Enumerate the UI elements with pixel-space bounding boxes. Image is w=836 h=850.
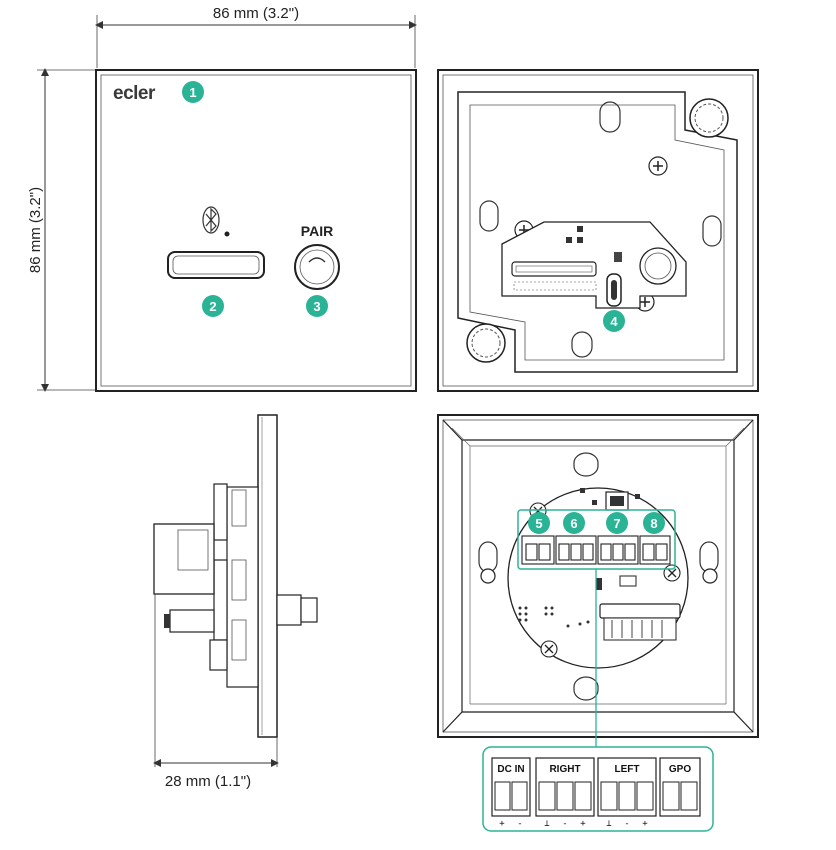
svg-text:-: - xyxy=(624,819,629,829)
callout-6: 6 xyxy=(563,512,585,534)
svg-text:+: + xyxy=(642,819,648,829)
rear-ribbon-connector xyxy=(599,603,681,641)
width-dimension-label: 86 mm (3.2") xyxy=(213,5,299,22)
callout-1: 1 xyxy=(182,81,204,103)
svg-text:⊥: ⊥ xyxy=(606,819,612,829)
corner-screw-top-right xyxy=(689,98,729,138)
svg-text:1: 1 xyxy=(189,85,196,100)
battery-holder xyxy=(639,247,677,285)
usb-port xyxy=(167,251,265,279)
screw-icon xyxy=(648,156,668,176)
terminal-group-right: RIGHT ⊥ - + xyxy=(535,757,595,829)
svg-text:6: 6 xyxy=(570,516,577,531)
ribbon-connector xyxy=(511,261,597,291)
callout-3: 3 xyxy=(306,295,328,317)
front-view: 86 mm (3.2") 86 mm (3.2") ecler 1 2 PAIR xyxy=(27,5,417,392)
side-faceplate xyxy=(257,414,278,738)
callout-7: 7 xyxy=(606,512,628,534)
screw-icon xyxy=(663,564,681,582)
svg-text:2: 2 xyxy=(209,299,216,314)
terminal-label-left: LEFT xyxy=(615,764,640,775)
svg-text:⊥: ⊥ xyxy=(544,819,550,829)
callout-8: 8 xyxy=(643,512,665,534)
bluetooth-icon xyxy=(202,206,230,237)
terminal-label-right: RIGHT xyxy=(549,764,580,775)
corner-screw-bottom-left xyxy=(466,323,506,363)
svg-text:-: - xyxy=(517,819,522,829)
terminal-group-dc-in: DC IN + - xyxy=(491,757,531,829)
terminal-group-gpo: GPO xyxy=(659,757,701,817)
rear-connector-view: 5 6 7 8 xyxy=(437,414,759,747)
usb-c-port xyxy=(606,273,622,307)
side-view: 28 mm (1.1") xyxy=(153,414,318,790)
terminal-label-gpo: GPO xyxy=(669,764,691,775)
svg-text:+: + xyxy=(499,819,505,829)
terminal-block xyxy=(521,535,671,565)
svg-text:-: - xyxy=(562,819,567,829)
svg-text:5: 5 xyxy=(535,516,542,531)
terminal-label-dc-in: DC IN xyxy=(497,764,524,775)
height-dimension-label: 86 mm (3.2") xyxy=(27,187,44,273)
svg-text:+: + xyxy=(580,819,586,829)
svg-text:8: 8 xyxy=(650,516,657,531)
svg-text:7: 7 xyxy=(613,516,620,531)
callout-5: 5 xyxy=(528,512,550,534)
pair-label: PAIR xyxy=(301,223,333,239)
svg-text:4: 4 xyxy=(610,314,618,329)
terminal-detail: DC IN + - RIGHT ⊥ - + LEFT ⊥ - + xyxy=(482,746,714,832)
screw-icon xyxy=(540,640,558,658)
ecler-logo: ecler xyxy=(113,83,156,104)
callout-2: 2 xyxy=(202,295,224,317)
terminal-group-left: LEFT ⊥ - + xyxy=(597,757,657,829)
depth-dimension-label: 28 mm (1.1") xyxy=(165,773,251,790)
svg-text:3: 3 xyxy=(313,299,320,314)
front-plate xyxy=(95,69,417,392)
rear-frame-view: 4 xyxy=(437,69,759,392)
pair-button xyxy=(294,244,340,290)
callout-4: 4 xyxy=(603,310,625,332)
